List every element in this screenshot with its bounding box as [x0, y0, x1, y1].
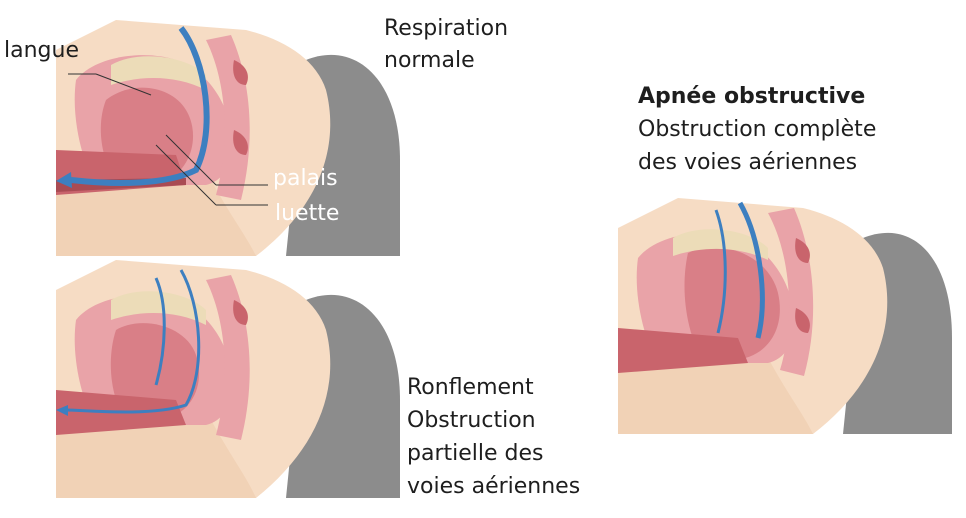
label-uvula: luette: [275, 201, 340, 226]
panel-snoring: [56, 260, 400, 498]
panel-normal-breathing: [56, 20, 400, 256]
caption-snoring-line3: partielle des: [407, 441, 544, 466]
label-palate: palais: [273, 166, 338, 191]
caption-snoring-line1: Ronflement: [407, 375, 534, 400]
caption-snoring-line4: voies aériennes: [407, 474, 581, 499]
caption-normal-line1: Respiration: [384, 16, 509, 41]
normal-breathing-illustration: [56, 20, 400, 256]
snoring-illustration: [56, 260, 400, 498]
label-tongue: langue: [4, 38, 79, 63]
obstructive-apnea-illustration: [618, 198, 952, 434]
caption-snoring-line2: Obstruction: [407, 408, 536, 433]
caption-normal-line2: normale: [384, 48, 475, 73]
caption-apnea-line1: Obstruction complète: [638, 117, 877, 142]
panel-obstructive-apnea: [618, 198, 952, 434]
caption-apnea-line2: des voies aériennes: [638, 150, 858, 175]
apnea-title: Apnée obstructive: [638, 84, 866, 109]
